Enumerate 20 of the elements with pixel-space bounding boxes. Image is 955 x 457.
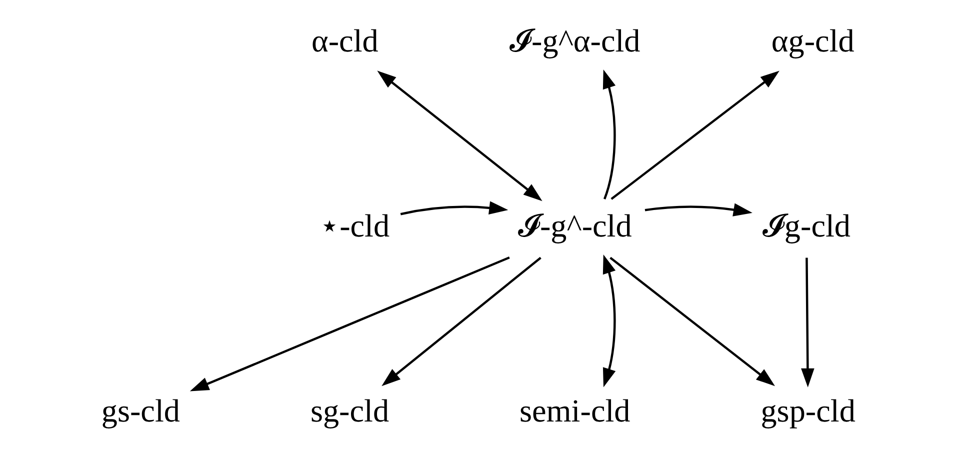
arrow [602, 70, 616, 200]
node-text: ⋆-cld [319, 208, 390, 244]
arrow [381, 256, 541, 386]
arrow [400, 201, 508, 216]
node-text: gsp-cld [760, 392, 855, 428]
node-text: 𝓘-g^α-cld [509, 22, 640, 59]
arrow [644, 203, 752, 216]
arrow [189, 256, 510, 392]
node-text: sg-cld [310, 392, 389, 428]
arrow [800, 258, 814, 388]
node-text: 𝓘g-cld [762, 208, 850, 244]
node-text: α-cld [311, 22, 378, 59]
arrow [610, 70, 779, 200]
arrow [376, 70, 542, 202]
node-text: gs-cld [100, 392, 180, 428]
arrow [609, 256, 774, 386]
node-text: semi-cld [519, 392, 630, 428]
node-text: 𝓘-g^-cld [517, 208, 632, 244]
arrow [602, 254, 616, 388]
node-text: αg-cld [770, 22, 854, 59]
